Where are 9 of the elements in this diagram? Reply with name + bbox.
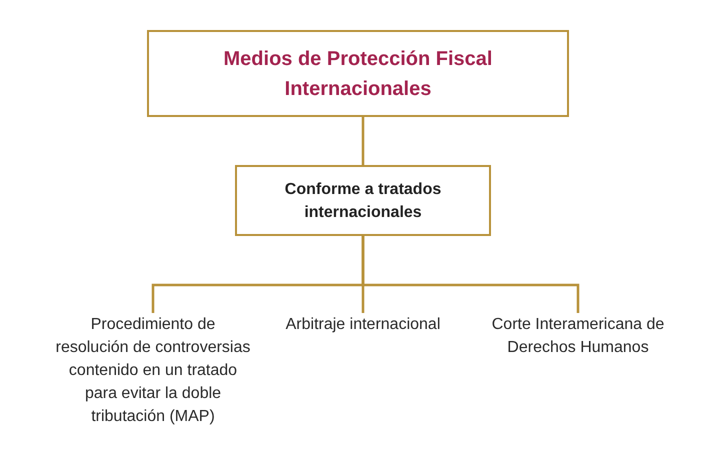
process-box [147, 30, 569, 117]
node-label: Procedimiento de resolución de controversias contenido en un tratado para evitar la doble tributación (MAP) [53, 313, 253, 428]
box-title: Medios de Protección Fiscal Internacionales [222, 46, 494, 102]
connector-line [362, 236, 580, 313]
connector-line [362, 117, 364, 165]
process-box [235, 165, 491, 236]
box-label: Conforme a tratados internacionales [284, 180, 442, 222]
node-label: Corte Interamericana de Derechos Humanos [470, 313, 686, 359]
node-label: Arbitraje internacional [268, 313, 458, 336]
